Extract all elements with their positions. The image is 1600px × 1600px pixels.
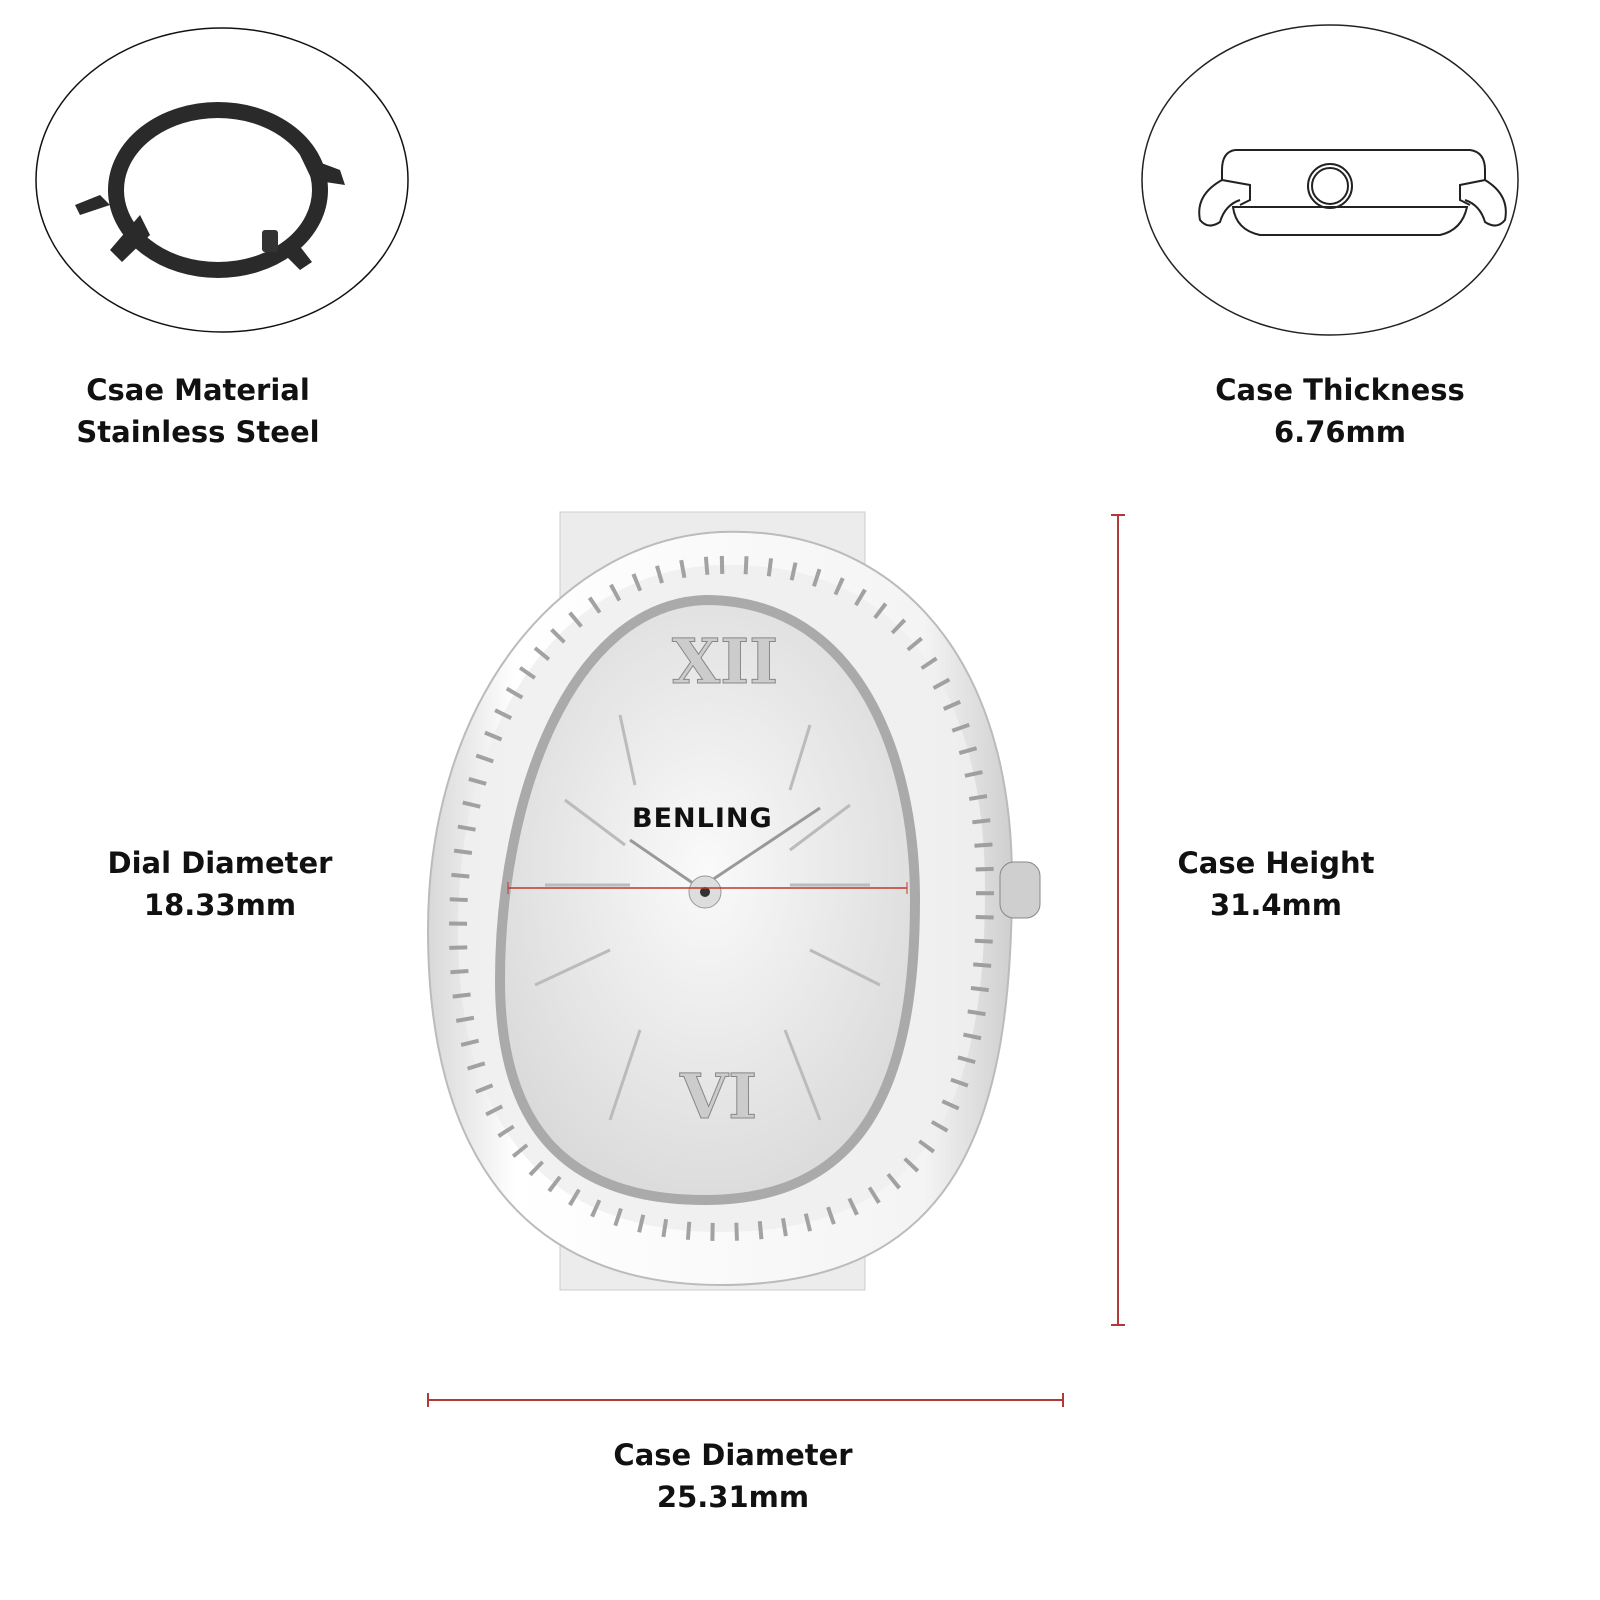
case-material-label: Csae Material Stainless Steel — [0, 369, 408, 453]
dial-diameter-label: Dial Diameter 18.33mm — [10, 842, 430, 926]
case-material-title: Csae Material — [86, 373, 310, 407]
dial-numeral-vi: VI — [679, 1060, 758, 1134]
dial-diameter-title: Dial Diameter — [107, 846, 333, 880]
dial-numeral-xii: XII — [671, 625, 779, 699]
case-diameter-title: Case Diameter — [613, 1438, 853, 1472]
case-thickness-title: Case Thickness — [1215, 373, 1465, 407]
watch-front-view — [426, 511, 1041, 1291]
case-material-illustration — [35, 27, 409, 333]
case-height-value: 31.4mm — [1210, 888, 1342, 922]
case-material-value: Stainless Steel — [76, 415, 320, 449]
case-diameter-value: 25.31mm — [656, 1480, 810, 1514]
case-diameter-label: Case Diameter 25.31mm — [523, 1434, 943, 1518]
case-height-title: Case Height — [1177, 846, 1375, 880]
case-height-dimension-line — [1111, 514, 1125, 1326]
case-thickness-value: 6.76mm — [1274, 415, 1406, 449]
case-diameter-dimension-line — [427, 1393, 1064, 1407]
case-thickness-illustration — [1141, 24, 1519, 336]
case-height-label: Case Height 31.4mm — [1066, 842, 1486, 926]
dial-diameter-value: 18.33mm — [143, 888, 297, 922]
brand-logo: BENLING — [632, 803, 773, 834]
case-thickness-label: Case Thickness 6.76mm — [1130, 369, 1550, 453]
